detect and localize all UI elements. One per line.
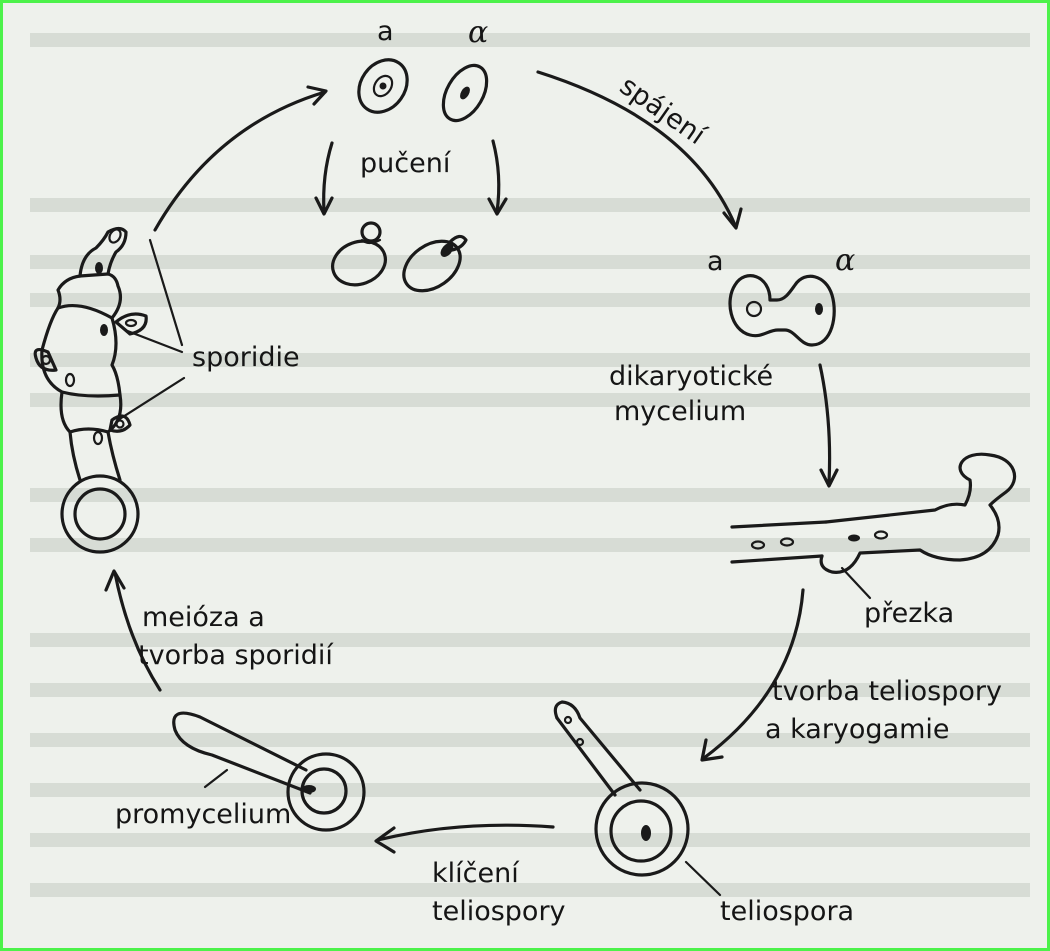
label-teliospora: teliospora: [720, 896, 854, 927]
background-bleed-lines: [30, 40, 1030, 890]
label-a-karyogamie: a karyogamie: [765, 714, 950, 745]
label-alpha-right: α: [835, 243, 855, 278]
label-a-top: a: [377, 16, 394, 47]
dikaryotic-hypha: [732, 454, 1015, 598]
label-kliceni: klíčení: [432, 858, 520, 889]
arrow-to-hypha: [820, 365, 837, 486]
teliospora-drawing: [555, 702, 720, 895]
fused-cells: [730, 276, 834, 345]
life-cycle-diagram: a α pučení spájení a α dikaryotické myce…: [3, 3, 1047, 948]
label-sporidie: sporidie: [192, 342, 300, 373]
label-tvorba-teliospory: tvorba teliospory: [772, 676, 1002, 707]
label-dikaryoticke: dikaryotické: [609, 361, 773, 392]
label-puceni: pučení: [360, 148, 452, 179]
sporidium-alpha: [434, 58, 495, 128]
label-a-right: a: [707, 246, 724, 277]
label-teliospory: teliospory: [432, 896, 566, 927]
sporidie-drawing: [35, 227, 184, 552]
label-mycelium: mycelium: [614, 396, 746, 427]
label-alpha-top: α: [468, 15, 488, 50]
label-promycelium: promycelium: [115, 799, 291, 830]
sporidium-a: [349, 50, 417, 121]
label-tvorba-sporidii: tvorba sporidií: [138, 640, 334, 671]
label-prezka: přezka: [864, 598, 954, 629]
label-meioza-a: meióza a: [142, 602, 265, 633]
